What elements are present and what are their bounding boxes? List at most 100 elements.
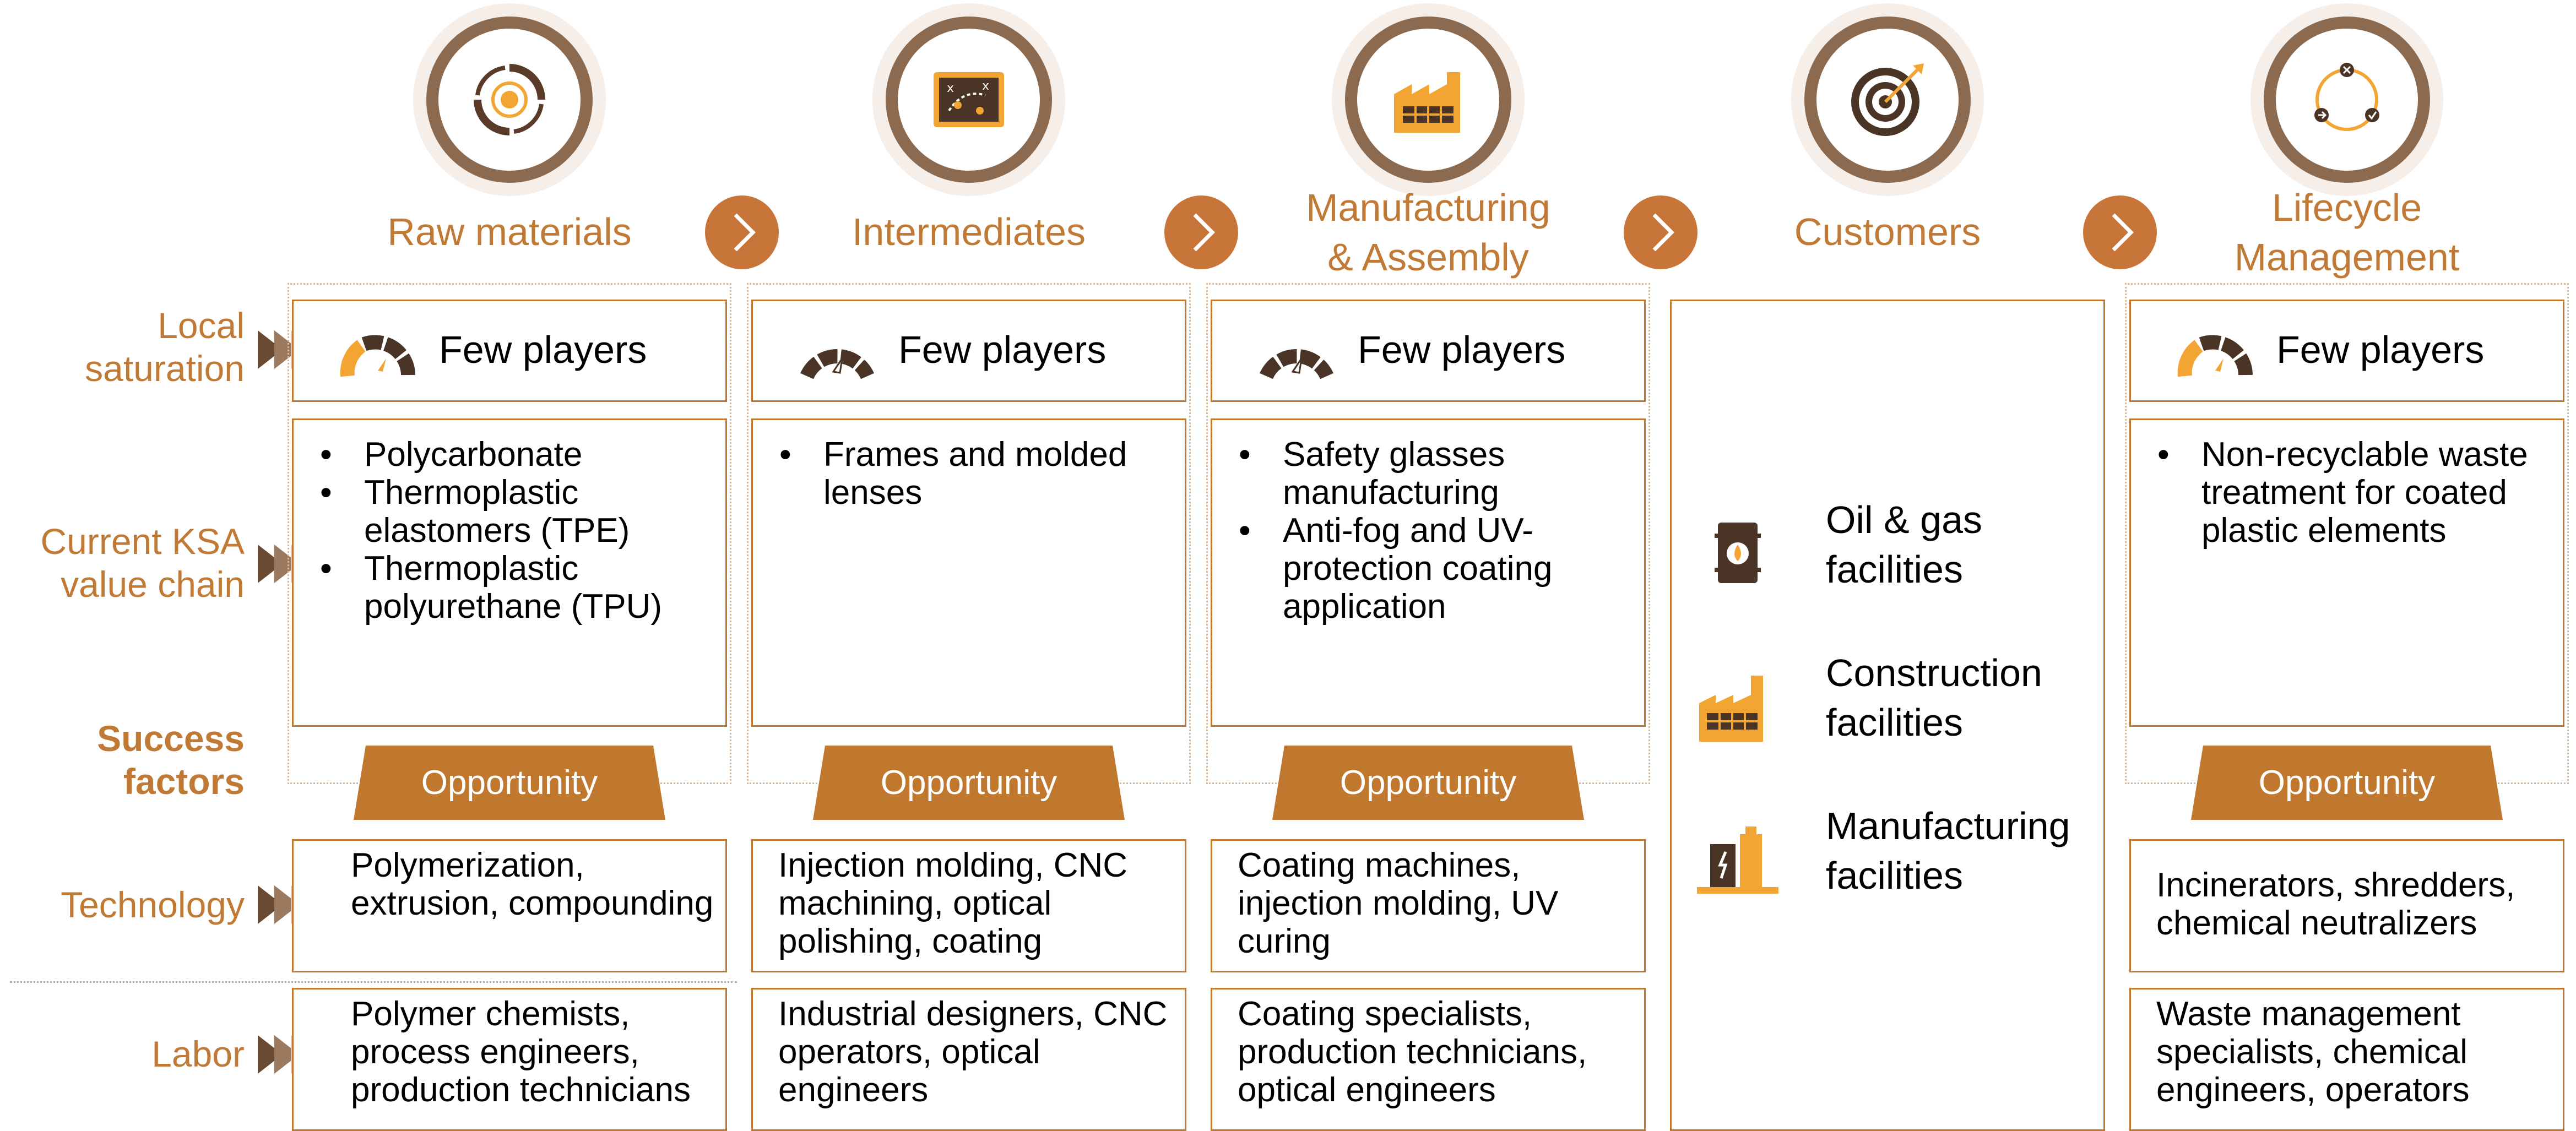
saturation-text: Few players [1358,328,1566,371]
stage-icon-intermediates: x x [872,3,1065,196]
list-item: Non-recyclable waste treatment for coate… [2157,436,2552,550]
lifecycle-icon [2314,63,2379,131]
opportunity-label: Opportunity [421,764,598,802]
technology-box-manufacturing: Coating machines, injection molding, UV … [1211,839,1646,972]
stage-title-raw-materials: Raw materials [355,207,664,257]
cycle-icon [474,64,545,135]
opportunity-banner: Opportunity [354,746,665,820]
stage-title-line: Intermediates [852,210,1086,253]
labor-text: Coating specialists, production technici… [1238,995,1587,1109]
customer-label-line: facilities [1826,854,1963,897]
stage-title-line: Customers [1794,210,1981,253]
opportunity-label: Opportunity [1339,764,1517,802]
labor-box-raw-materials: Polymer chemists, process engineers, pro… [292,988,727,1131]
chevron-right-icon [1164,195,1238,269]
factory-icon [1394,72,1460,133]
row-label-line: factors [123,761,245,802]
labor-text: Polymer chemists, process engineers, pro… [351,995,691,1109]
value-chain-box-lifecycle: Non-recyclable waste treatment for coate… [2129,418,2564,727]
value-chain-list: Frames and molded lenses [779,436,1174,512]
customer-construction: Construction facilities [1672,648,2107,758]
technology-box-lifecycle: Incinerators, shredders, chemical neutra… [2129,839,2564,972]
row-label-technology: Technology [61,884,245,925]
opportunity-label: Opportunity [2258,764,2436,802]
row-label-line: Local [158,305,245,346]
labor-text: Waste management specialists, chemical e… [2156,995,2470,1109]
row-label-success-factors: Success factors [97,717,245,803]
construction-factory-icon [1699,676,1763,742]
target-icon [1851,63,1924,136]
stage-title-lifecycle: Lifecycle Management [2193,183,2501,282]
row-label-line: Success [97,718,245,759]
stage-icon-customers [1791,3,1984,196]
list-item: Safety glasses manufacturing [1239,436,1633,512]
customer-label-line: facilities [1826,548,1963,591]
labor-box-intermediates: Industrial designers, CNC operators, opt… [751,988,1186,1131]
customer-label-line: Oil & gas [1826,498,1982,541]
customer-manufacturing: Manufacturing facilities [1672,801,2107,911]
stage-title-intermediates: Intermediates [815,207,1123,257]
svg-text:x: x [982,79,989,93]
technology-text: Incinerators, shredders, chemical neutra… [2156,866,2515,942]
opportunity-banner: Opportunity [1272,746,1584,820]
gauge-icon [340,335,415,377]
gauge-icon [800,349,874,379]
customer-label-line: Manufacturing [1826,804,2070,847]
customer-label-line: Construction [1826,651,2042,694]
row-label-line: Current KSA [40,521,245,562]
gauge-icon [1260,349,1333,379]
stage-title-customers: Customers [1733,207,2042,257]
customers-box: Oil & gas facilities Construction facili… [1670,300,2105,1131]
saturation-text: Few players [439,328,647,371]
list-item: Frames and molded lenses [779,436,1174,512]
stage-title-line: & Assembly [1327,236,1529,279]
technology-text: Polymerization, extrusion, compounding [351,846,714,922]
gauge-icon [2177,335,2253,377]
row-label-labor: Labor [151,1034,245,1074]
customer-oil-gas: Oil & gas facilities [1672,495,2107,605]
saturation-box-manufacturing: Few players [1211,300,1646,402]
row-label-line: saturation [85,348,245,389]
saturation-text: Few players [2276,328,2485,371]
customer-label-line: facilities [1826,701,1963,744]
opportunity-banner: Opportunity [813,746,1125,820]
stage-title-line: Manufacturing [1306,186,1550,229]
stage-title-manufacturing: Manufacturing & Assembly [1274,183,1582,282]
value-chain-list: Non-recyclable waste treatment for coate… [2157,436,2552,550]
row-label-line: value chain [61,564,245,605]
technology-box-intermediates: Injection molding, CNC machining, optica… [751,839,1186,972]
row-label-value-chain: Current KSA value chain [41,520,245,606]
list-item: Anti-fog and UV-protection coating appli… [1239,512,1633,626]
stage-title-line: Management [2234,236,2460,279]
value-chain-list: Polycarbonate Thermoplastic elastomers (… [320,436,714,626]
oil-barrel-icon [1715,523,1761,583]
chevron-right-icon [2083,195,2157,269]
customer-label: Oil & gas facilities [1826,495,2101,594]
saturation-text: Few players [898,328,1107,371]
saturation-box-intermediates: Few players [751,300,1186,402]
opportunity-label: Opportunity [880,764,1057,802]
saturation-box-raw-materials: Few players [292,300,727,402]
svg-text:x: x [947,81,954,95]
stage-icon-lifecycle [2250,3,2443,196]
chevron-right-icon [705,195,779,269]
value-chain-box-manufacturing: Safety glasses manufacturing Anti-fog an… [1211,418,1646,727]
stage-icon-raw-materials [413,3,606,196]
value-chain-box-intermediates: Frames and molded lenses [751,418,1186,727]
list-item: Polycarbonate [320,436,714,474]
list-item: Thermoplastic elastomers (TPE) [320,474,714,550]
saturation-box-lifecycle: Few players [2129,300,2564,402]
strategy-board-icon: x x [934,72,1004,127]
manufacturing-plant-icon [1697,827,1778,894]
technology-text: Coating machines, injection molding, UV … [1238,846,1559,960]
labor-box-lifecycle: Waste management specialists, chemical e… [2129,988,2564,1131]
stage-title-line: Lifecycle [2271,186,2422,229]
chevron-right-icon [1624,195,1698,269]
technology-box-raw-materials: Polymerization, extrusion, compounding [292,839,727,972]
technology-text: Injection molding, CNC machining, optica… [778,846,1128,960]
stage-icon-manufacturing [1332,3,1525,196]
value-chain-list: Safety glasses manufacturing Anti-fog an… [1239,436,1633,626]
row-label-local-saturation: Local saturation [85,304,245,390]
opportunity-banner: Opportunity [2191,746,2503,820]
customer-label: Manufacturing facilities [1826,801,2101,900]
